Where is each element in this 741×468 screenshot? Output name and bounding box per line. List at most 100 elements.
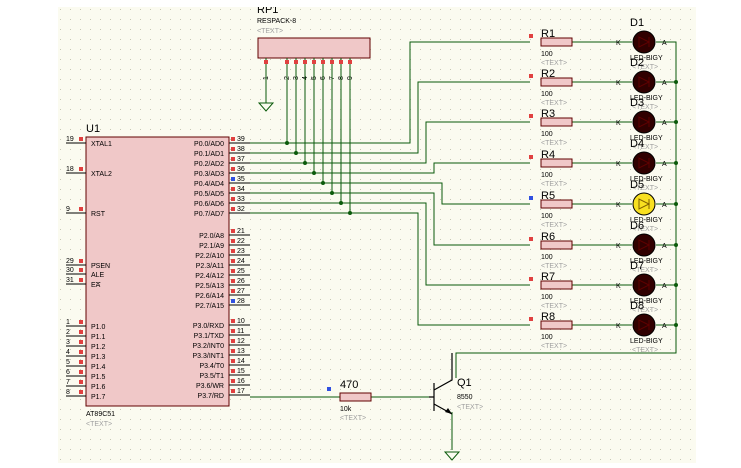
mcu-right-pin-name: P2.1/A9 bbox=[199, 243, 224, 250]
wire-p06-r7 bbox=[250, 202, 530, 286]
mcu-left-pin-number: 19 bbox=[66, 136, 74, 143]
resistor-ref: R2 bbox=[541, 68, 555, 80]
mcu-right-pin-number: 37 bbox=[237, 156, 245, 163]
resistor-text-tag: <TEXT> bbox=[541, 263, 567, 270]
mcu-ref: U1 bbox=[86, 123, 100, 135]
mcu-right-pin-number: 38 bbox=[237, 146, 245, 153]
mcu-right-pin-number: 32 bbox=[237, 206, 245, 213]
led-part: LED-BIGY bbox=[630, 95, 663, 102]
schematic-canvas[interactable]: RP1 RESPACK-8 <TEXT> 123456789 bbox=[58, 4, 696, 463]
resistor-text-tag: <TEXT> bbox=[541, 303, 567, 310]
led-pin-a: A bbox=[662, 40, 667, 47]
mcu-left-pin-number: 2 bbox=[66, 329, 70, 336]
mcu-right-pin-name: P0.3/AD3 bbox=[194, 171, 224, 178]
mcu-right-pin-name: P2.2/A10 bbox=[195, 253, 224, 260]
mcu-left-pin-marker bbox=[79, 278, 83, 282]
mcu-right-pin-marker bbox=[231, 289, 235, 293]
led-body bbox=[632, 110, 656, 134]
mcu-right-pin-marker bbox=[231, 329, 235, 333]
mcu-right-pin-name: P3.5/T1 bbox=[199, 373, 224, 380]
ground-symbol-transistor bbox=[443, 451, 461, 461]
mcu-left-pin-name: PSEN bbox=[91, 263, 110, 270]
mcu-right-pin-name: P0.7/AD7 bbox=[194, 211, 224, 218]
transistor-text-tag: <TEXT> bbox=[457, 404, 483, 411]
respack-text-tag: <TEXT> bbox=[257, 28, 283, 35]
base-resistor-value: 10k bbox=[340, 406, 352, 413]
resistor-ref: R3 bbox=[541, 108, 555, 120]
resistor-ref: R1 bbox=[541, 28, 555, 40]
mcu-left-pin-marker bbox=[79, 268, 83, 272]
led-ref: D8 bbox=[630, 300, 644, 312]
resistor-pin-marker bbox=[529, 317, 533, 321]
led-pin-a: A bbox=[662, 80, 667, 87]
wire-anode-bus bbox=[455, 41, 677, 378]
resistor-body bbox=[540, 240, 573, 250]
led-ref: D2 bbox=[630, 57, 644, 69]
microcontroller-u1[interactable]: U1 AT89C51 <TEXT> 19XTAL118XTAL29RST29PS… bbox=[66, 123, 250, 428]
led-body bbox=[632, 70, 656, 94]
mcu-right-pin-number: 21 bbox=[237, 228, 245, 235]
resistor-ref: R7 bbox=[541, 271, 555, 283]
mcu-right-pin-name: P0.5/AD5 bbox=[194, 191, 224, 198]
mcu-right-pin-name: P0.0/AD0 bbox=[194, 141, 224, 148]
led-part: LED-BIGY bbox=[630, 298, 663, 305]
mcu-left-pin-name: ALE bbox=[91, 272, 105, 279]
resistor-value: 100 bbox=[541, 254, 553, 261]
resistor-body bbox=[540, 199, 573, 209]
mcu-right-pin-name: P0.2/AD2 bbox=[194, 161, 224, 168]
led-body bbox=[632, 192, 656, 216]
led-text-tag: <TEXT> bbox=[632, 267, 658, 274]
resistor-body bbox=[540, 117, 573, 127]
mcu-right-pin-marker bbox=[231, 369, 235, 373]
mcu-right-pin-name: P3.6/WR bbox=[196, 383, 224, 390]
mcu-right-pin-number: 36 bbox=[237, 166, 245, 173]
mcu-left-pin-number: 9 bbox=[66, 206, 70, 213]
resistor-body bbox=[540, 158, 573, 168]
mcu-right-pin-marker bbox=[231, 147, 235, 151]
mcu-right-pin-number: 17 bbox=[237, 388, 245, 395]
respack-pin-marker bbox=[330, 60, 334, 64]
mcu-right-pin-name: P2.6/A14 bbox=[195, 293, 224, 300]
resistor-value: 100 bbox=[541, 334, 553, 341]
respack-pin-marker bbox=[348, 60, 352, 64]
resistor-body bbox=[540, 37, 573, 47]
mcu-right-pin-marker bbox=[231, 137, 235, 141]
mcu-right-pin-number: 25 bbox=[237, 268, 245, 275]
mcu-right-pin-marker bbox=[231, 379, 235, 383]
led-diode-symbol bbox=[638, 157, 651, 169]
mcu-right-pin-number: 28 bbox=[237, 298, 245, 305]
mcu-right-pin-marker bbox=[231, 359, 235, 363]
mcu-left-pin-number: 6 bbox=[66, 369, 70, 376]
mcu-left-pin-number: 31 bbox=[66, 277, 74, 284]
respack-pin-marker bbox=[294, 60, 298, 64]
transistor-q1[interactable]: Q1 8550 <TEXT> bbox=[429, 353, 483, 415]
schematic-sheet[interactable]: RP1 RESPACK-8 <TEXT> 123456789 bbox=[58, 4, 696, 463]
transistor-emitter-arrow bbox=[445, 408, 452, 414]
mcu-right-pin-number: 23 bbox=[237, 248, 245, 255]
led-text-tag: <TEXT> bbox=[632, 185, 658, 192]
mcu-left-pin-number: 29 bbox=[66, 258, 74, 265]
mcu-left-pin-marker bbox=[79, 370, 83, 374]
wire-p03-r4 bbox=[250, 162, 530, 174]
mcu-right-pin-marker bbox=[231, 269, 235, 273]
led-part: LED-BIGY bbox=[630, 338, 663, 345]
base-resistor[interactable]: 470 10k <TEXT> bbox=[327, 379, 372, 422]
led-body bbox=[632, 313, 656, 337]
base-resistor-body bbox=[339, 392, 372, 402]
transistor-part: 8550 bbox=[457, 394, 473, 401]
mcu-right-pin-name: P2.7/A15 bbox=[195, 303, 224, 310]
led-pin-a: A bbox=[662, 323, 667, 330]
mcu-part: AT89C51 bbox=[86, 411, 115, 418]
led-pin-k: K bbox=[616, 202, 621, 209]
resistor-text-tag: <TEXT> bbox=[541, 140, 567, 147]
wire-junctions bbox=[285, 80, 678, 327]
led-text-tag: <TEXT> bbox=[632, 104, 658, 111]
